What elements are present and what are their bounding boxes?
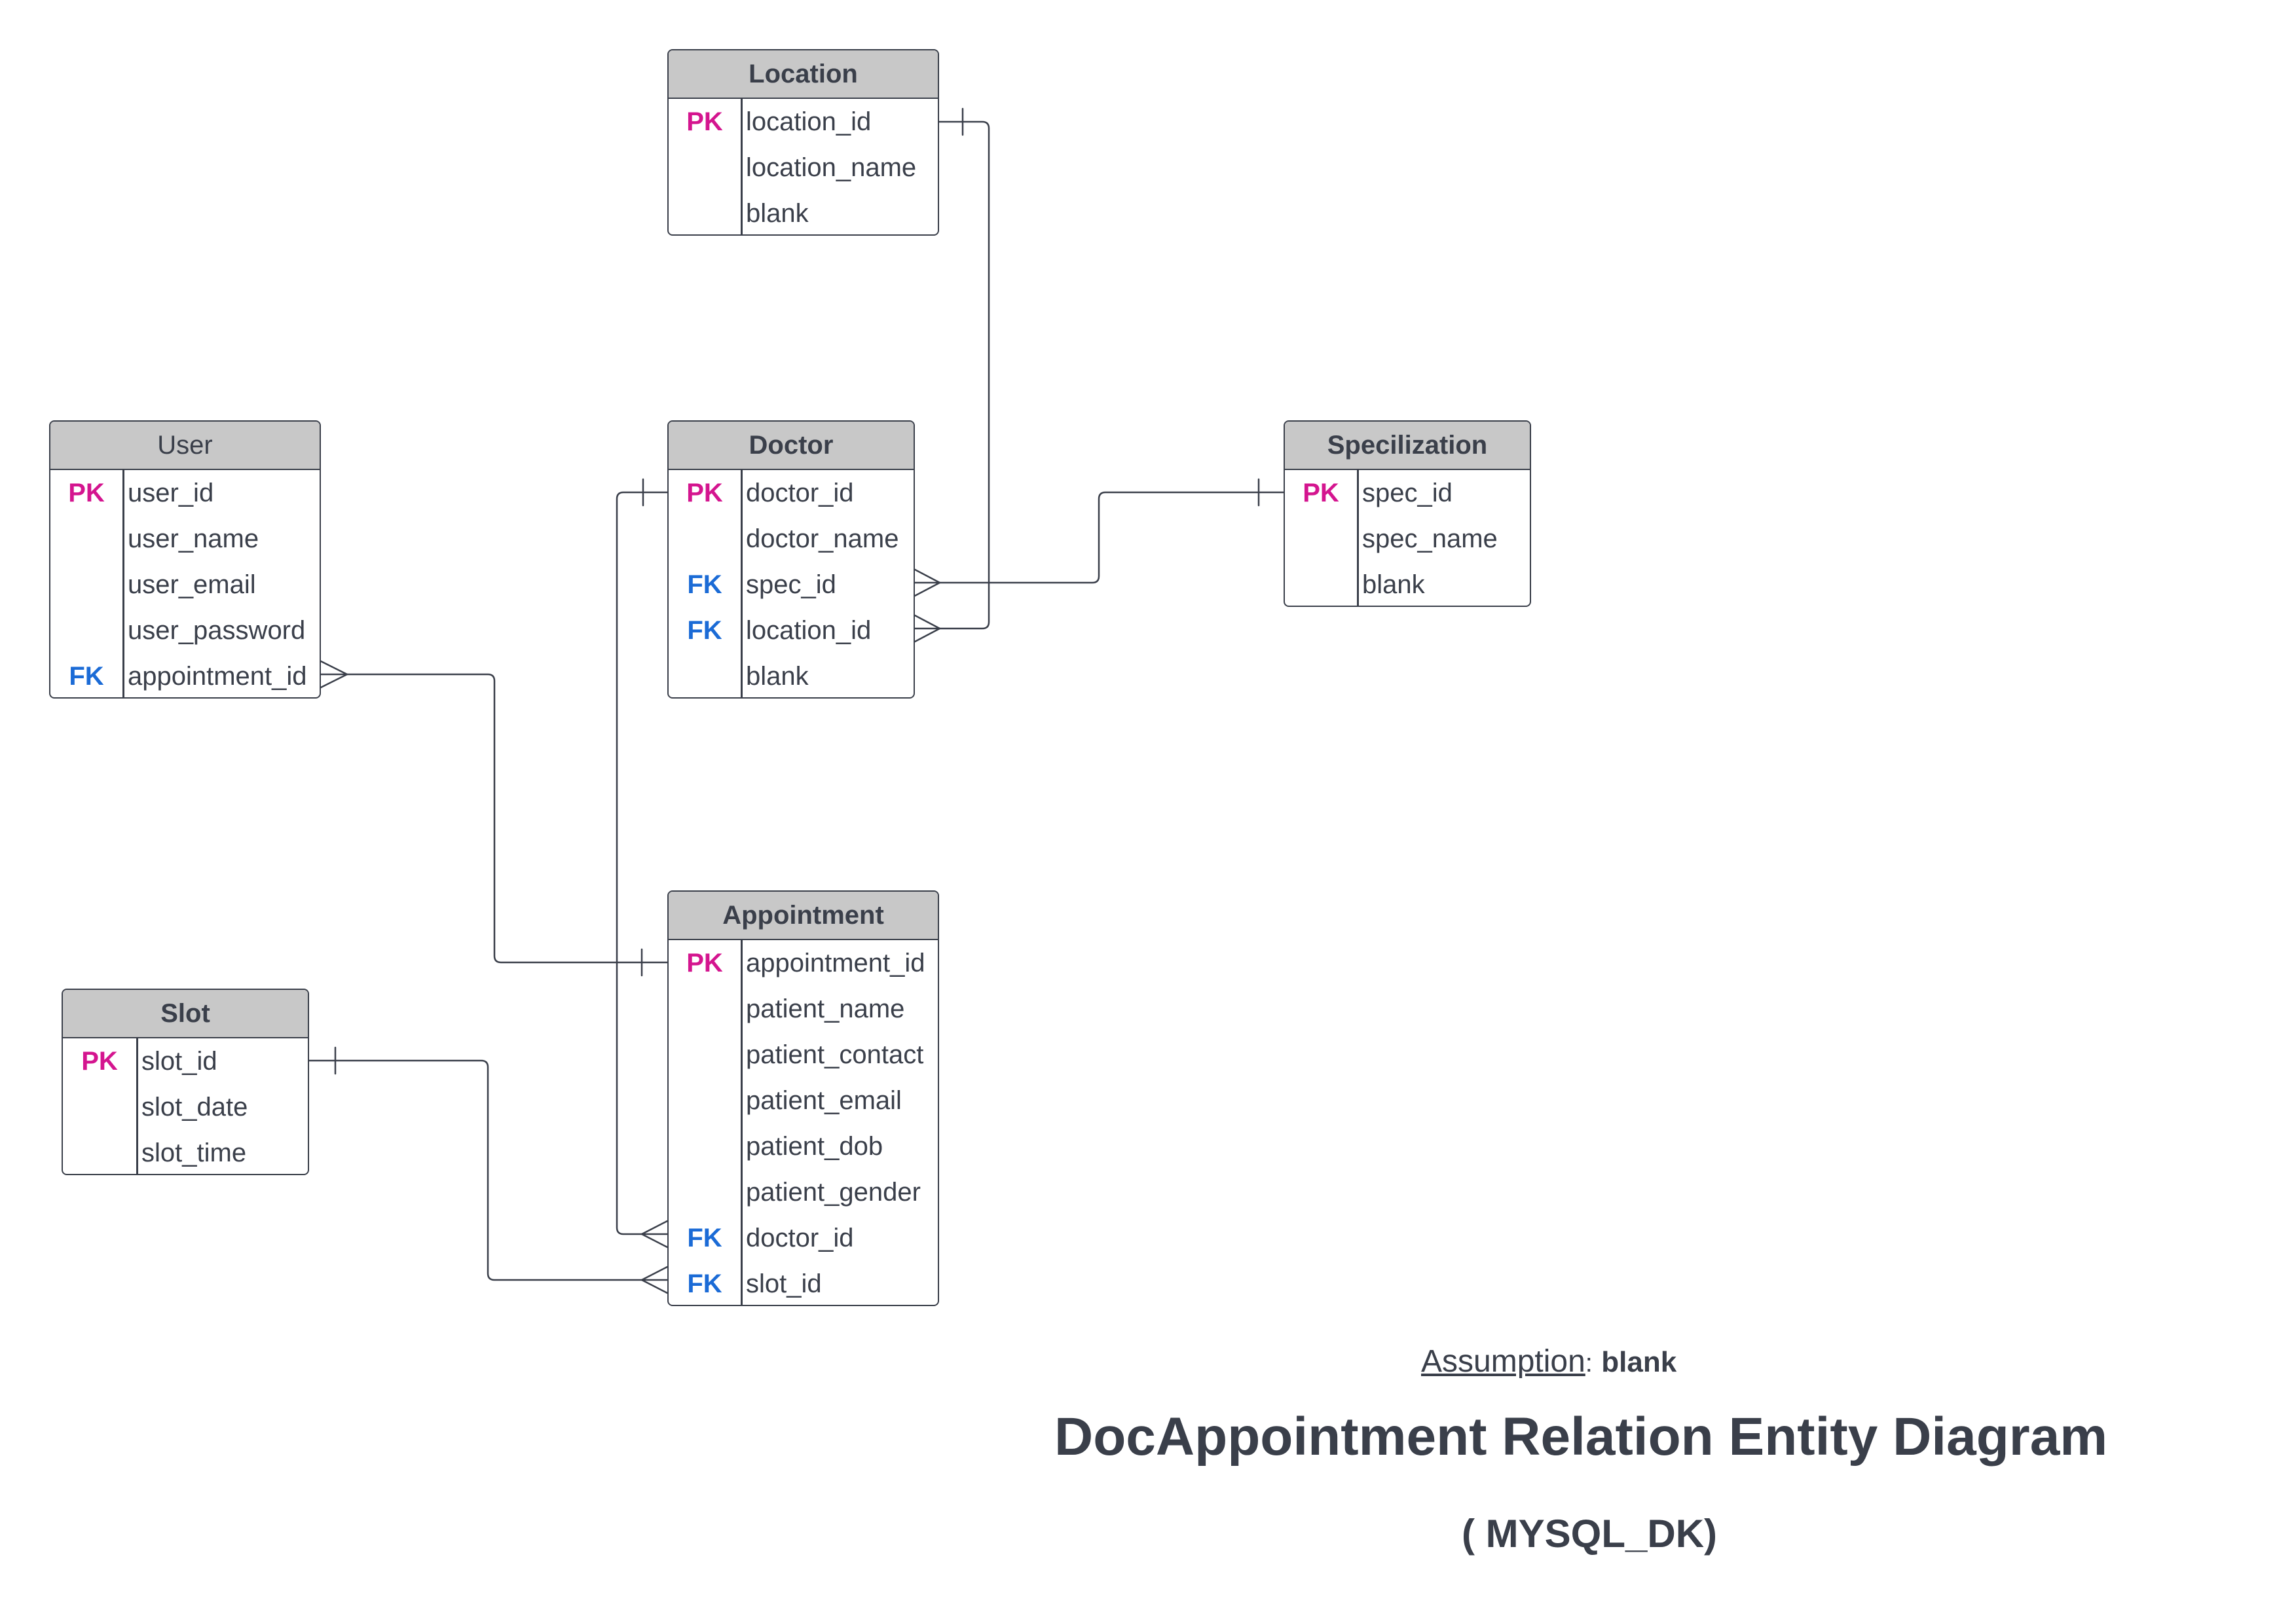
connector-user-many-mark	[320, 660, 348, 689]
entity-appointment[interactable]: Appointment PK appointment_id patient_na…	[667, 890, 939, 1306]
connector-location-doctor	[914, 120, 990, 630]
field-row: blank	[669, 191, 938, 234]
field-name: blank	[746, 661, 809, 691]
field-row: spec_name	[1285, 516, 1530, 562]
field-row: PK spec_id	[1285, 470, 1530, 516]
field-name: doctor_id	[746, 478, 854, 507]
field-name: user_password	[128, 615, 306, 645]
field-name: location_id	[746, 107, 872, 136]
field-name: appointment_id	[746, 948, 925, 977]
field-name: doctor_id	[746, 1223, 854, 1252]
entity-user[interactable]: User PK user_id user_name user_email use…	[49, 420, 321, 699]
field-name: doctor_name	[746, 524, 899, 553]
entity-user-title: User	[50, 422, 320, 470]
field-row: blank	[669, 653, 914, 697]
field-row: FK appointment_id	[50, 653, 320, 697]
field-name: patient_email	[746, 1085, 902, 1115]
field-row: doctor_name	[669, 516, 914, 562]
field-row: user_email	[50, 562, 320, 608]
field-row: location_name	[669, 145, 938, 191]
entity-location[interactable]: Location PK location_id location_name bl…	[667, 49, 939, 236]
key-badge: PK	[81, 1046, 118, 1076]
field-row: patient_name	[669, 986, 938, 1032]
entity-specilization-title: Specilization	[1285, 422, 1530, 470]
entity-appointment-title: Appointment	[669, 892, 938, 940]
field-row: slot_date	[63, 1084, 308, 1130]
entity-doctor-title: Doctor	[669, 422, 914, 470]
connector-slot-many-mark	[640, 1266, 669, 1294]
key-badge: FK	[687, 570, 722, 599]
connector-slot-appointment	[308, 1059, 669, 1281]
connector-spec-many-mark	[914, 568, 941, 597]
field-row: PK doctor_id	[669, 470, 914, 516]
field-name: slot_time	[141, 1138, 247, 1167]
key-badge: FK	[69, 661, 104, 691]
field-name: user_id	[128, 478, 214, 507]
diagram-title: DocAppointment Relation Entity Diagram	[1054, 1407, 2108, 1467]
field-row: patient_dob	[669, 1123, 938, 1169]
field-name: appointment_id	[128, 661, 307, 691]
field-name: patient_dob	[746, 1131, 883, 1161]
field-row: FK spec_id	[669, 562, 914, 608]
field-row: user_password	[50, 608, 320, 653]
entity-doctor[interactable]: Doctor PK doctor_id doctor_name FK spec_…	[667, 420, 915, 699]
field-name: location_id	[746, 615, 872, 645]
field-row: patient_contact	[669, 1032, 938, 1078]
key-badge: PK	[1303, 478, 1339, 507]
field-name: spec_name	[1362, 524, 1498, 553]
key-badge: PK	[68, 478, 105, 507]
field-name: blank	[746, 198, 809, 228]
connector-doctor-appointment	[616, 491, 669, 1235]
field-row: patient_gender	[669, 1169, 938, 1215]
field-row: PK user_id	[50, 470, 320, 516]
field-row: user_name	[50, 516, 320, 562]
field-name: patient_name	[746, 994, 905, 1023]
field-name: spec_id	[1362, 478, 1453, 507]
entity-slot-title: Slot	[63, 990, 308, 1038]
key-badge: PK	[686, 107, 723, 136]
assumption-colon: :	[1585, 1349, 1593, 1377]
connector-doctor-many-mark	[640, 1220, 669, 1249]
field-name: location_name	[746, 153, 917, 182]
field-row: FK slot_id	[669, 1261, 938, 1305]
field-name: patient_contact	[746, 1040, 924, 1069]
field-row: patient_email	[669, 1078, 938, 1123]
field-name: slot_id	[141, 1046, 217, 1076]
field-row: FK doctor_id	[669, 1215, 938, 1261]
assumption-label: Assumption	[1421, 1344, 1585, 1379]
connector-location-many-mark	[914, 614, 941, 643]
field-row: PK appointment_id	[669, 940, 938, 986]
key-badge: FK	[687, 615, 722, 645]
key-badge: PK	[686, 478, 723, 507]
connector-spec-doctor	[914, 491, 1285, 584]
field-row: PK location_id	[669, 99, 938, 145]
field-name: slot_id	[746, 1269, 822, 1298]
field-row: blank	[1285, 562, 1530, 606]
field-name: patient_gender	[746, 1177, 921, 1207]
field-row: FK location_id	[669, 608, 914, 653]
field-name: blank	[1362, 570, 1425, 599]
assumption-note: Assumption: blank	[1421, 1343, 1676, 1379]
assumption-value: blank	[1601, 1346, 1677, 1378]
field-name: spec_id	[746, 570, 836, 599]
entity-slot[interactable]: Slot PK slot_id slot_date slot_time	[62, 989, 309, 1175]
field-name: user_name	[128, 524, 259, 553]
field-name: user_email	[128, 570, 256, 599]
field-row: slot_time	[63, 1130, 308, 1174]
connector-user-appointment	[320, 673, 669, 964]
key-badge: FK	[687, 1269, 722, 1298]
entity-specilization[interactable]: Specilization PK spec_id spec_name blank	[1284, 420, 1531, 607]
entity-location-title: Location	[669, 50, 938, 99]
key-badge: PK	[686, 948, 723, 977]
field-name: slot_date	[141, 1092, 248, 1122]
field-row: PK slot_id	[63, 1038, 308, 1084]
key-badge: FK	[687, 1223, 722, 1252]
diagram-subtitle: ( MYSQL_DK)	[1462, 1512, 1717, 1556]
